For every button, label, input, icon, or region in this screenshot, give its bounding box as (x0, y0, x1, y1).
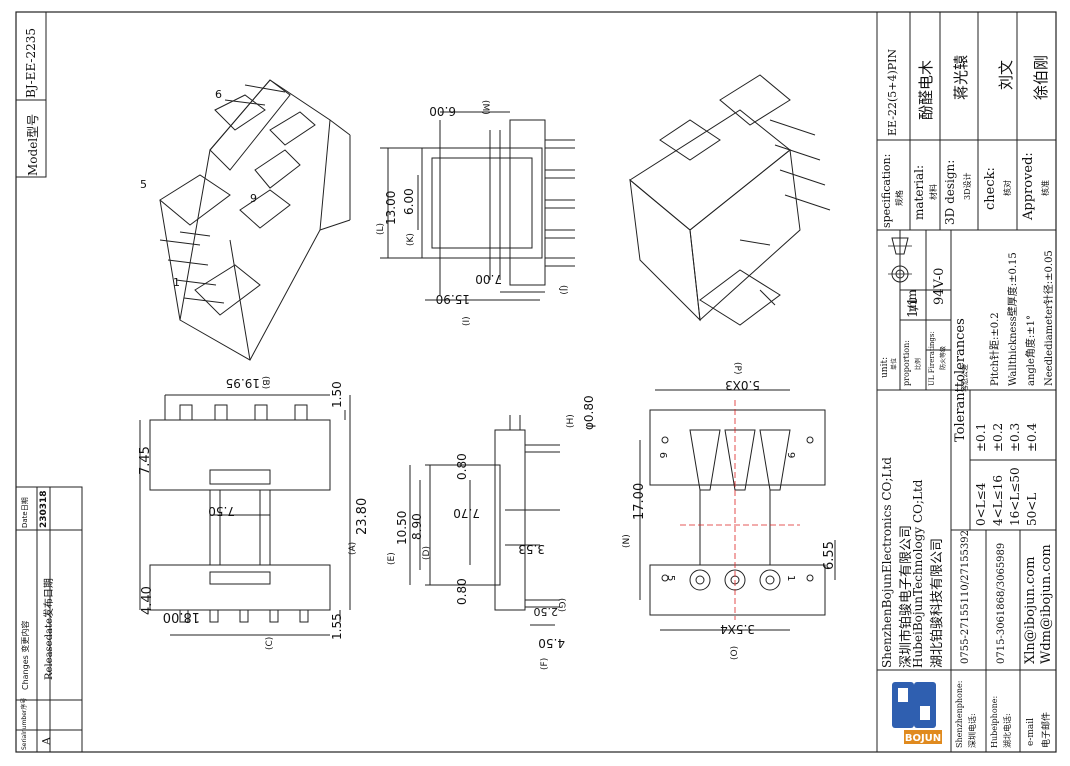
pin-label-1: 1 (173, 276, 180, 289)
dim-label-d: (D) (422, 546, 432, 560)
dim-6-00b: 6.00 (402, 188, 416, 215)
dim-3-53: 3.53 (518, 542, 545, 556)
dim-15-90: 15.90 (435, 292, 470, 306)
logo-text: BOJUN (905, 733, 941, 744)
dim-6-00: 6.00 (429, 104, 456, 118)
dim-label-j: (J) (558, 285, 568, 295)
dim-label-o: (O) (730, 645, 740, 660)
dim-0-80b: 0.80 (455, 578, 469, 605)
dim-7-50: 7.50 (208, 504, 235, 518)
dim-1-55: 1.55 (330, 613, 344, 640)
bottom-view-right (639, 389, 836, 631)
iso-view-left (159, 79, 351, 361)
dim-18-00: 18.00 (162, 609, 200, 624)
dim-10-50: 10.50 (395, 510, 409, 545)
dim-label-p: (P) (732, 362, 742, 375)
bottom-pin-9: 9 (785, 452, 796, 459)
dim-23-80: 23.80 (355, 497, 370, 535)
side-view-bottom (409, 415, 560, 626)
dim-label-k: (K) (406, 233, 416, 246)
dim-label-a: (A) (348, 541, 358, 555)
dim-label-n: (N) (622, 534, 632, 548)
dim-17-00: 17.00 (632, 482, 647, 520)
dim-0-80a: 0.80 (455, 453, 469, 480)
dim-7-00: 7.00 (475, 272, 502, 286)
dim-label-f: (F) (540, 657, 550, 670)
dim-4-50: 4.50 (538, 636, 565, 650)
dim-5-0x3: 5.0X3 (725, 378, 760, 392)
dim-6-55: 6.55 (822, 541, 837, 570)
iso-view-right (629, 74, 831, 326)
dim-label-l: (L) (376, 222, 386, 235)
dim-7-45: 7.45 (138, 446, 153, 475)
dim-7-70: 7.70 (453, 506, 480, 520)
dim-4-40: 4.40 (140, 586, 155, 615)
dim-label-b: (B) (260, 376, 270, 390)
bojun-logo: BOJUN (884, 676, 944, 746)
pin-label-9: 9 (250, 192, 257, 205)
dim-label-i: (I) (462, 316, 472, 326)
bottom-pin-5: 5 (665, 575, 676, 582)
dim-label-e: (E) (387, 552, 397, 565)
dim-13-00: 13.00 (384, 190, 398, 225)
dim-label-c: (C) (265, 636, 275, 650)
dim-label-m: (M) (480, 100, 490, 115)
dim-label-h: (H) (566, 414, 576, 428)
front-view-bottom (139, 394, 351, 636)
bottom-pin-6: 6 (657, 452, 668, 459)
dim-1-50: 1.50 (330, 381, 344, 408)
dim-3-5x4: 3.5X4 (720, 622, 755, 636)
dim-19-95: 19.95 (225, 376, 260, 390)
dim-phi-0-80: φ0.80 (582, 395, 596, 430)
side-view-top (380, 111, 575, 301)
dim-label-g: (G) (556, 598, 566, 612)
dim-2-50: 2.50 (533, 605, 559, 618)
pin-label-6: 6 (215, 88, 222, 101)
projection-symbol-icon (888, 237, 912, 286)
bottom-pin-1: 1 (785, 575, 796, 582)
pin-label-5: 5 (140, 178, 147, 191)
dim-8-90: 8.90 (410, 513, 424, 540)
